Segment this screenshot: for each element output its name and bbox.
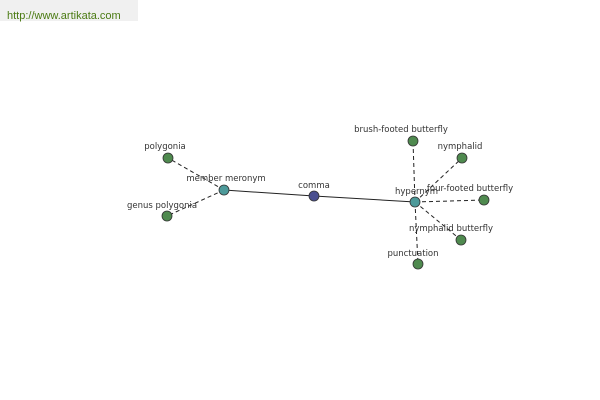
graph-nodes	[161, 135, 490, 270]
nymphalid-butterfly-node[interactable]	[455, 234, 467, 246]
comma-label[interactable]: comma	[298, 181, 330, 191]
punctuation-label[interactable]: punctuation	[387, 249, 438, 259]
edge-hypernym-nymphalid	[414, 157, 463, 203]
genus-polygonia-node[interactable]	[161, 210, 173, 222]
hypernym-node[interactable]	[409, 196, 421, 208]
four-footed-butterfly-label[interactable]: four-footed butterfly	[427, 184, 513, 194]
nymphalid-node[interactable]	[456, 152, 468, 164]
edge-hypernym-brush-footed-butterfly	[412, 140, 416, 203]
polygonia-node[interactable]	[162, 152, 174, 164]
member-meronym-label[interactable]: member meronym	[186, 174, 265, 184]
edge-hypernym-four-footed-butterfly	[414, 199, 485, 203]
comma-node[interactable]	[308, 190, 320, 202]
edge-member-meronym-genus-polygonia	[166, 189, 225, 217]
member-meronym-node[interactable]	[218, 184, 230, 196]
hypernym-label[interactable]: hypernym	[395, 187, 438, 197]
graph-labels: polygonia genus polygonia brush-footed but…	[127, 125, 513, 259]
four-footed-butterfly-node[interactable]	[478, 194, 490, 206]
brush-footed-butterfly-node[interactable]	[407, 135, 419, 147]
punctuation-node[interactable]	[412, 258, 424, 270]
brush-footed-butterfly-label[interactable]: brush-footed butterfly	[354, 125, 448, 135]
edge-hypernym-punctuation	[414, 201, 419, 265]
genus-polygonia-label[interactable]: genus polygonia	[127, 201, 197, 211]
nymphalid-label[interactable]: nymphalid	[438, 142, 483, 152]
nymphalid-butterfly-label[interactable]: nymphalid butterfly	[409, 224, 493, 234]
url-bar: http://www.artikata.com	[0, 0, 138, 22]
edge-member-meronym-polygonia	[167, 157, 225, 191]
edge-comma-member-meronym	[223, 189, 315, 197]
site-url[interactable]: http://www.artikata.com	[7, 10, 121, 22]
polygonia-label[interactable]: polygonia	[144, 142, 186, 152]
edge-comma-hypernym	[313, 195, 416, 203]
edge-hypernym-nymphalid-butterfly	[414, 201, 462, 241]
graph-edges	[166, 140, 485, 265]
